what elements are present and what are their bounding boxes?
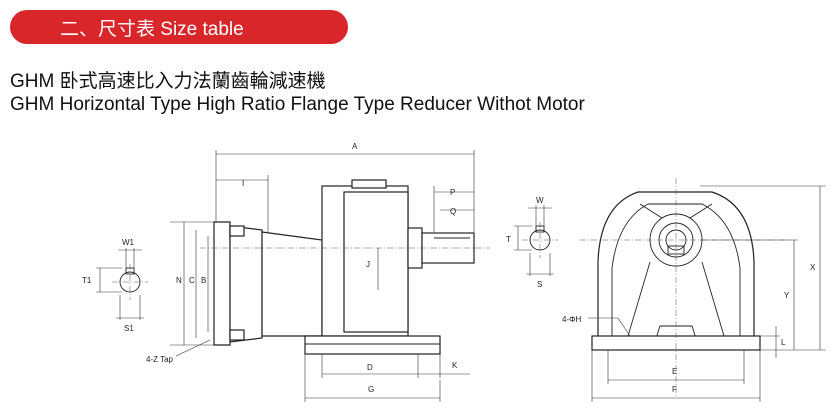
label-s: S: [537, 280, 542, 289]
label-tap: 4-Z Tap: [146, 355, 174, 364]
label-b: B: [201, 276, 206, 285]
side-view-drawing: [200, 179, 490, 355]
label-y: Y: [784, 291, 790, 300]
label-a: A: [352, 142, 358, 151]
product-title-english: GHM Horizontal Type High Ratio Flange Ty…: [10, 94, 585, 115]
front-view-dimensions: [588, 185, 826, 402]
section-banner-text: 二、尺寸表 Size table: [60, 18, 244, 40]
label-d: D: [367, 363, 373, 372]
label-n: N: [176, 276, 182, 285]
label-j: J: [366, 260, 370, 269]
label-hole: 4-ΦH: [562, 315, 581, 324]
label-x: X: [810, 263, 816, 272]
label-c: C: [189, 276, 195, 285]
front-view-drawing: [580, 178, 790, 396]
label-w: W: [536, 196, 544, 205]
label-p: P: [450, 188, 455, 197]
label-k: K: [452, 361, 458, 370]
label-l: L: [781, 338, 786, 347]
label-t1: T1: [82, 276, 92, 285]
label-t: T: [506, 235, 511, 244]
label-g: G: [368, 385, 374, 394]
label-e: E: [672, 367, 677, 376]
section-banner: 二、尺寸表 Size table: [10, 10, 348, 44]
label-i: I: [242, 179, 244, 188]
label-f: F: [672, 385, 677, 394]
label-q: Q: [450, 207, 456, 216]
label-w1: W1: [122, 238, 135, 247]
side-view-dimensions: [170, 150, 475, 402]
product-title-chinese: GHM 卧式高速比入力法蘭齒輪減速機: [10, 71, 326, 92]
output-shaft-keyway-view: [514, 205, 558, 276]
input-shaft-keyway-view: [96, 248, 148, 320]
label-s1: S1: [124, 324, 134, 333]
